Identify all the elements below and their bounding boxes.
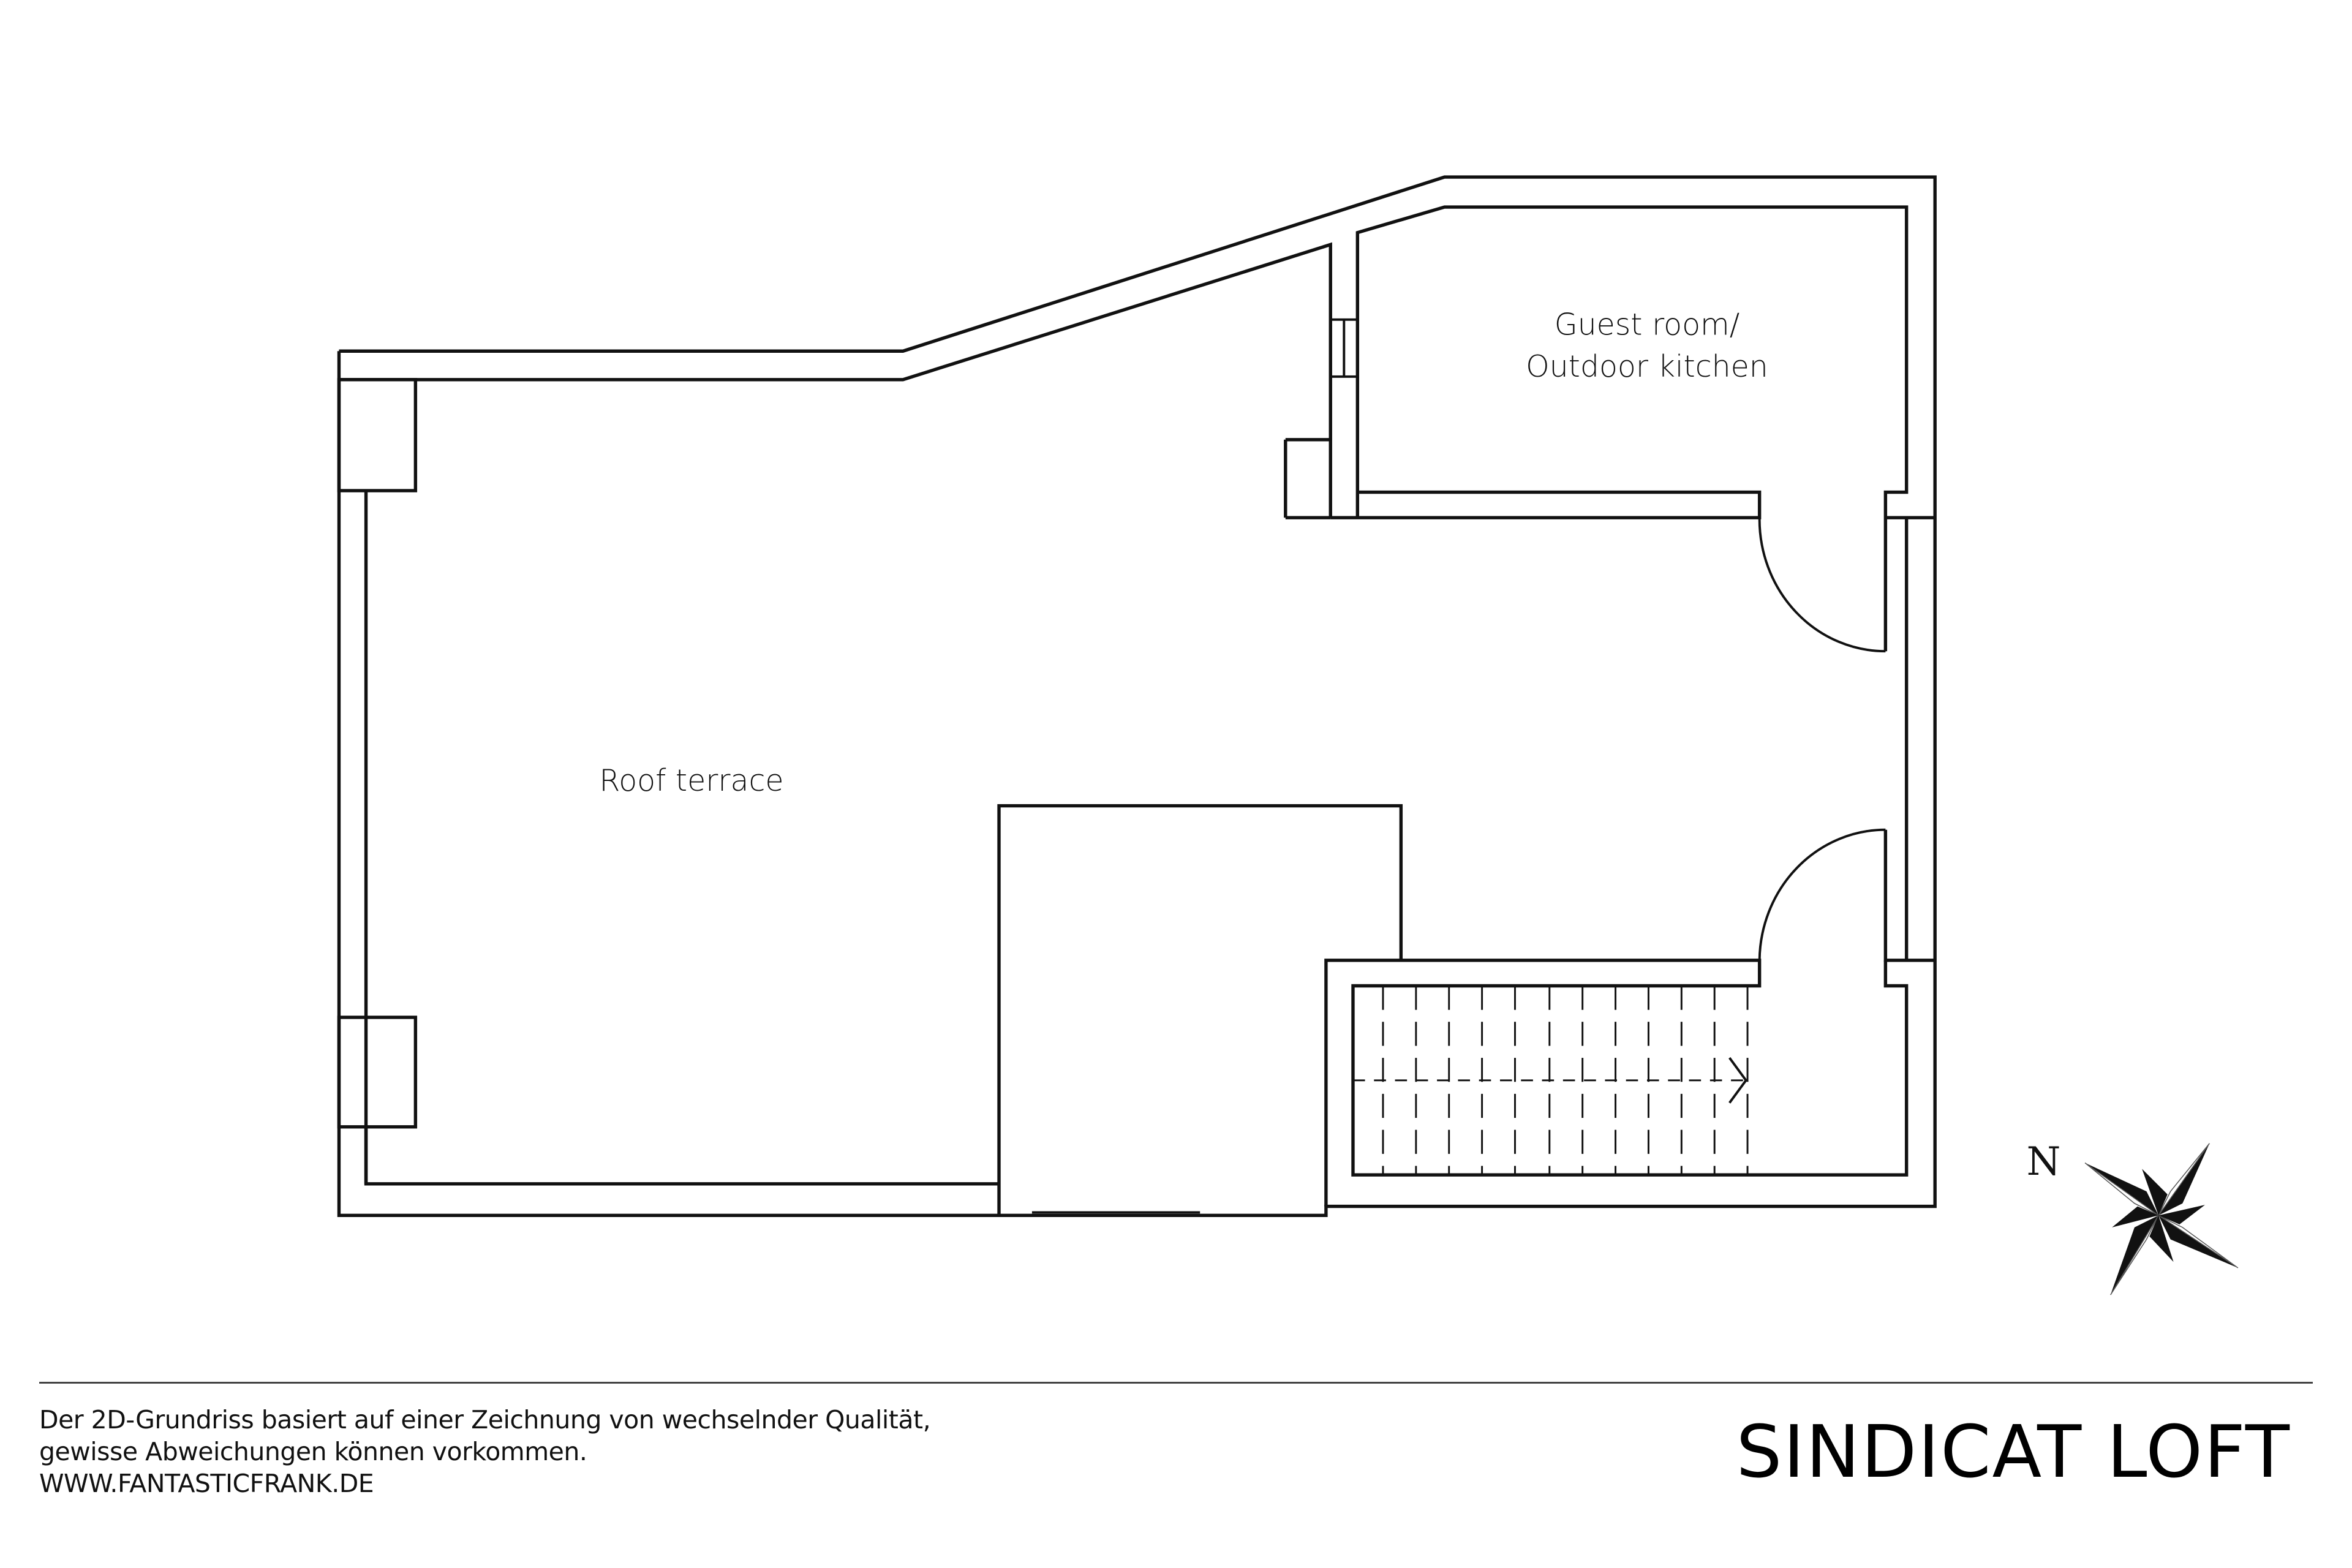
footer-divider: [39, 1382, 2313, 1384]
room-label-roof-terrace: Roof terrace: [599, 763, 783, 798]
room-label-guest-room-line1: Guest room/: [1555, 307, 1740, 342]
east-wall: [1324, 516, 1936, 1207]
left-wall-pillars: [337, 378, 418, 1184]
stair-opening: [997, 804, 1403, 1216]
disclaimer-line-1: Der 2D-Grundriss basiert auf einer Zeich…: [39, 1405, 931, 1434]
stair-arrow-icon: [1728, 1057, 1748, 1104]
disclaimer-block: Der 2D-Grundriss basiert auf einer Zeich…: [39, 1404, 931, 1499]
guest-room-walls: [1284, 205, 1909, 652]
door-guest-room: [1758, 518, 1886, 653]
disclaimer-line-2: gewisse Abweichungen können vorkommen.: [39, 1437, 587, 1466]
compass-rose-icon: N: [2027, 1139, 2239, 1295]
stair-treads: [1352, 986, 1749, 1175]
room-label-guest-room-line2: Outdoor kitchen: [1526, 349, 1768, 384]
door-stair: [1758, 828, 1886, 960]
property-title: SINDICAT LOFT: [1736, 1409, 2291, 1494]
website-link[interactable]: WWW.FANTASTICFRANK.DE: [39, 1469, 374, 1498]
compass-north-label: N: [2027, 1139, 2061, 1185]
doors: [1758, 518, 1886, 960]
